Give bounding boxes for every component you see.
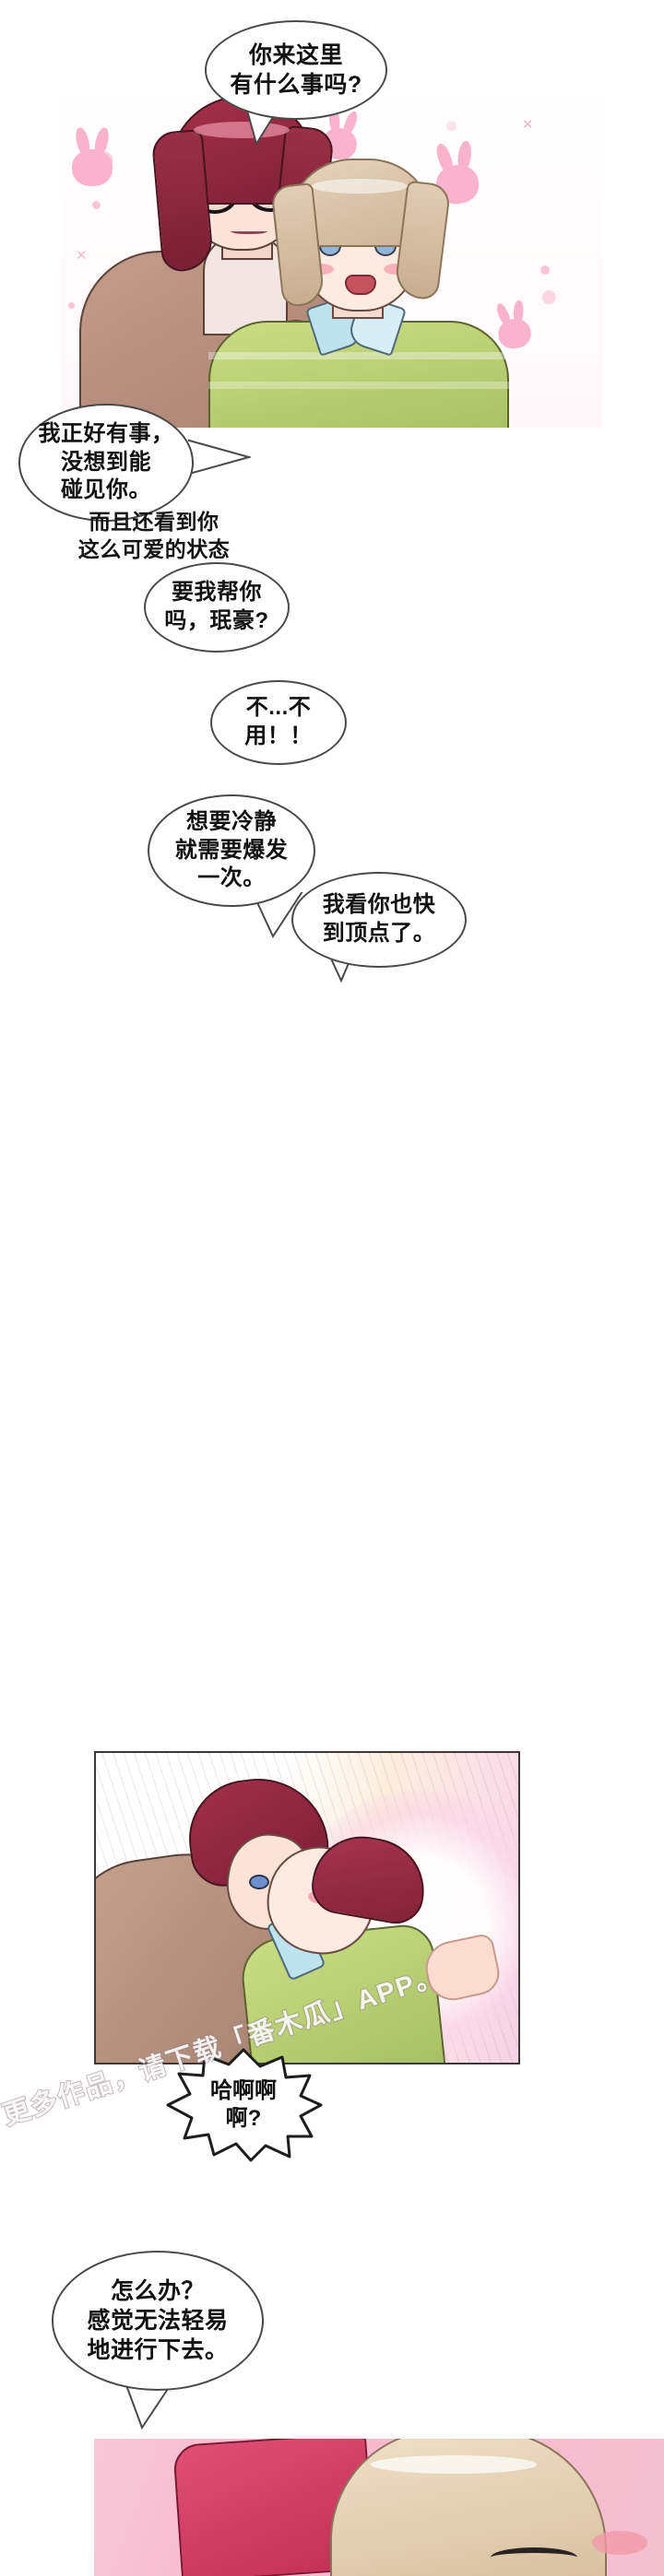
hair-highlight — [371, 2455, 537, 2474]
speech-bubble-want-my-help: 要我帮你 吗，珉豪? — [144, 562, 290, 653]
speech-bubble-haaah: 哈啊啊 啊? — [164, 2048, 323, 2162]
comic-panel-kiss — [94, 1751, 520, 2064]
speech-bubble-i-had-business: 我正好有事， 没想到能 碰见你。 — [18, 404, 194, 522]
cheek-blush — [592, 2531, 647, 2555]
bubble-text: 你来这里 有什么事吗? — [230, 42, 362, 98]
bubble-text: 我看你也快 到顶点了。 — [322, 892, 436, 946]
comic-panel-top-embrace: ✕ ✕ ✕ — [61, 85, 603, 428]
character-red-hair-leaning — [96, 1770, 354, 2063]
comic-panel-bottom-closeup — [94, 2439, 664, 2576]
bubble-text: 要我帮你 吗，珉豪? — [164, 580, 269, 633]
sparkle-icon: ✕ — [522, 117, 534, 133]
bubble-text: 我正好有事， 没想到能 碰见你。 — [38, 420, 174, 503]
bubble-text: 想要冷静 就需要爆发 一次。 — [174, 808, 289, 891]
speech-bubble-youre-close-too: 我看你也快 到顶点了。 — [291, 872, 467, 968]
bunny-decor-icon — [72, 149, 113, 186]
character-light-hair — [208, 146, 520, 428]
speech-bubble-no-dont: 不...不 用！！ — [210, 680, 347, 765]
eyelash — [491, 2547, 577, 2568]
dot-decor-icon — [540, 265, 550, 275]
dot-decor-icon — [68, 302, 75, 309]
sparkle-icon: ✕ — [76, 248, 88, 264]
bubble-text: 不...不 用！！ — [244, 695, 313, 748]
bubble-text: 哈啊啊 啊? — [210, 2078, 277, 2131]
character-light-hair-blushing — [232, 1829, 509, 2063]
speech-bubble-to-calm-down: 想要冷静 就需要爆发 一次。 — [148, 794, 315, 907]
narration-cute-state: 而且还看到你 这么可爱的状态 — [77, 510, 231, 561]
dot-decor-icon — [92, 201, 101, 209]
bubble-text: 怎么办？ 感觉无法轻易 地进行下去。 — [87, 2278, 229, 2363]
speech-bubble-what-do-i-do: 怎么办？ 感觉无法轻易 地进行下去。 — [52, 2251, 264, 2391]
speech-bubble-what-brings-you: 你来这里 有什么事吗? — [205, 20, 387, 120]
